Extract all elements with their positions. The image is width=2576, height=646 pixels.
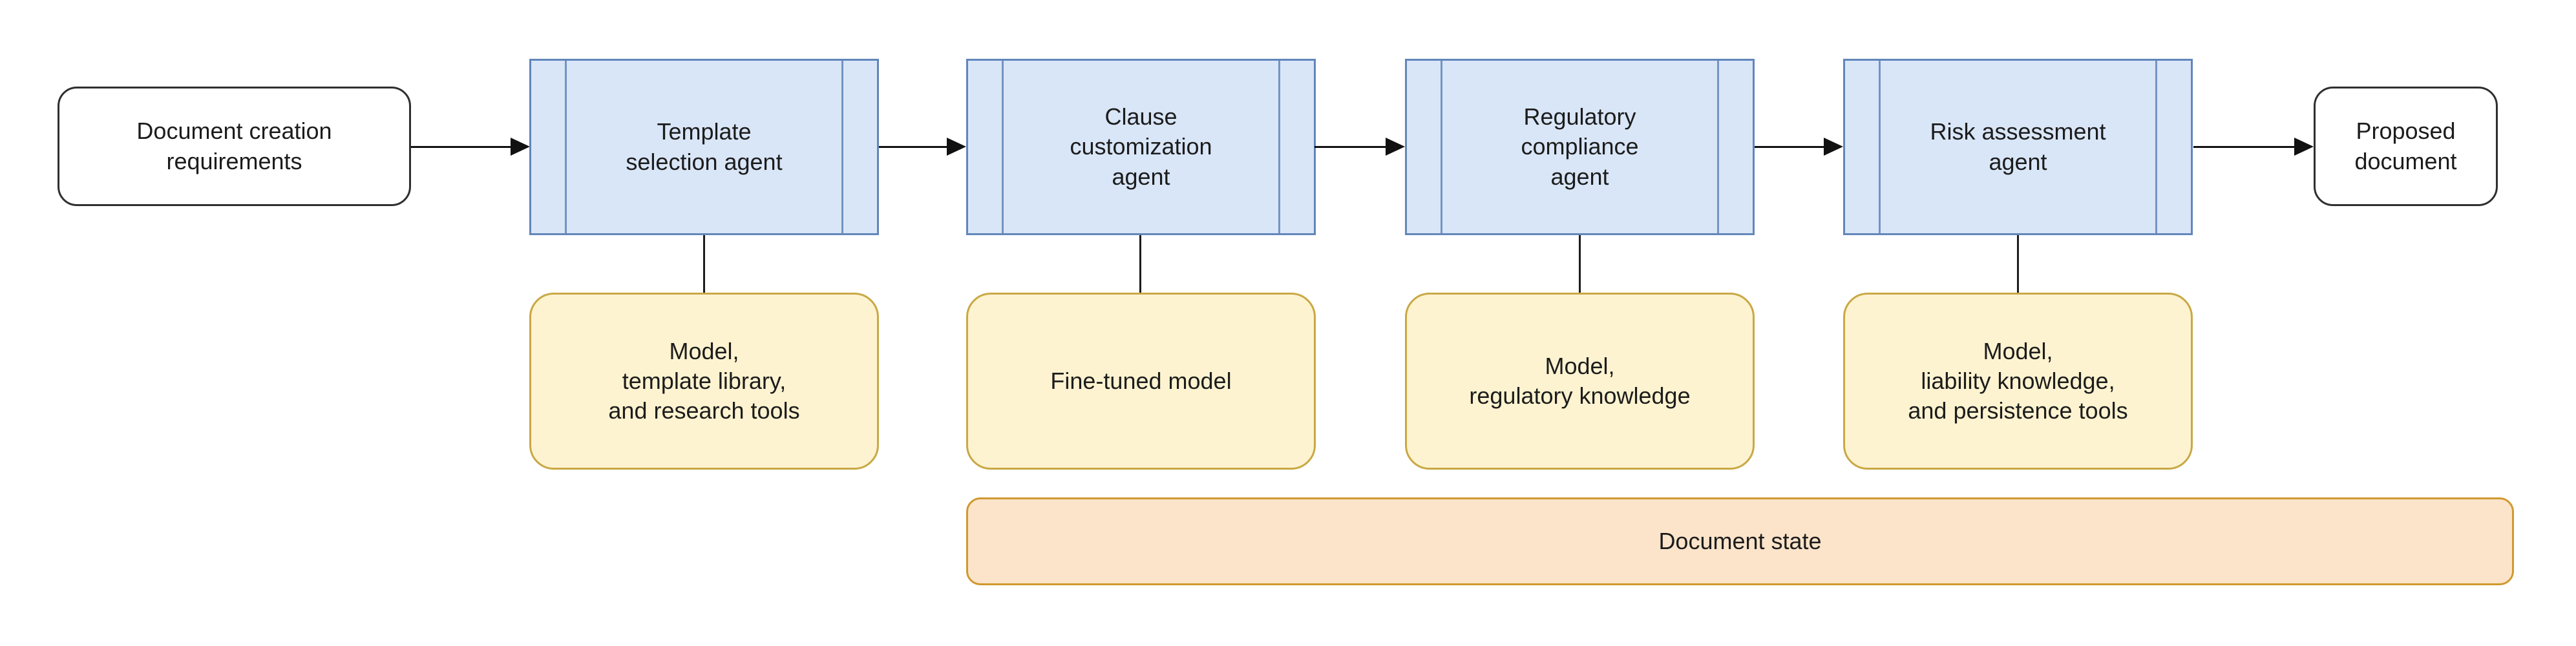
document-state-label: Document state xyxy=(1658,527,1822,554)
flow-arrow-line xyxy=(2193,146,2296,148)
connector-line xyxy=(1139,235,1141,293)
resource-node-risk-assessment: Model, liability knowledge, and persiste… xyxy=(1843,293,2193,470)
flow-arrow-line xyxy=(1314,146,1387,148)
agent-node-clause-customization: Clause customization agent xyxy=(966,59,1316,235)
resource-node-template-selection: Model, template library, and research to… xyxy=(529,293,879,470)
module-bar-left-icon xyxy=(1441,61,1442,233)
agent-node-label: Clause customization agent xyxy=(1070,103,1212,190)
module-bar-right-icon xyxy=(1278,61,1280,233)
start-node-document-creation-requirements: Document creation requirements xyxy=(58,87,411,206)
start-node-label: Document creation requirements xyxy=(136,118,332,174)
end-node-label: Proposed document xyxy=(2354,118,2457,174)
agent-node-label: Template selection agent xyxy=(626,118,783,175)
flow-arrow-line xyxy=(411,146,512,148)
resource-node-label: Model, regulatory knowledge xyxy=(1469,352,1691,409)
module-bar-left-icon xyxy=(1879,61,1881,233)
document-state-bar: Document state xyxy=(966,497,2514,585)
connector-line xyxy=(1579,235,1581,293)
agent-node-regulatory-compliance: Regulatory compliance agent xyxy=(1405,59,1755,235)
resource-node-label: Model, liability knowledge, and persiste… xyxy=(1908,337,2128,424)
end-node-proposed-document: Proposed document xyxy=(2314,87,2498,206)
agent-node-risk-assessment: Risk assessment agent xyxy=(1843,59,2193,235)
arrowhead-icon xyxy=(947,138,966,156)
resource-node-label: Fine-tuned model xyxy=(1050,367,1232,394)
resource-node-regulatory-compliance: Model, regulatory knowledge xyxy=(1405,293,1755,470)
flow-arrow-line xyxy=(879,146,949,148)
arrowhead-icon xyxy=(1824,138,1843,156)
module-bar-left-icon xyxy=(1002,61,1004,233)
agent-node-template-selection: Template selection agent xyxy=(529,59,879,235)
module-bar-right-icon xyxy=(1717,61,1719,233)
arrowhead-icon xyxy=(1386,138,1405,156)
connector-line xyxy=(2017,235,2019,293)
module-bar-left-icon xyxy=(565,61,567,233)
resource-node-label: Model, template library, and research to… xyxy=(608,337,800,424)
agent-node-label: Risk assessment agent xyxy=(1930,118,2106,175)
module-bar-right-icon xyxy=(841,61,843,233)
connector-line xyxy=(703,235,705,293)
flow-arrow-line xyxy=(1755,146,1825,148)
arrowhead-icon xyxy=(511,138,530,156)
agent-node-label: Regulatory compliance agent xyxy=(1521,103,1639,190)
resource-node-clause-customization: Fine-tuned model xyxy=(966,293,1316,470)
arrowhead-icon xyxy=(2294,138,2314,156)
module-bar-right-icon xyxy=(2155,61,2157,233)
